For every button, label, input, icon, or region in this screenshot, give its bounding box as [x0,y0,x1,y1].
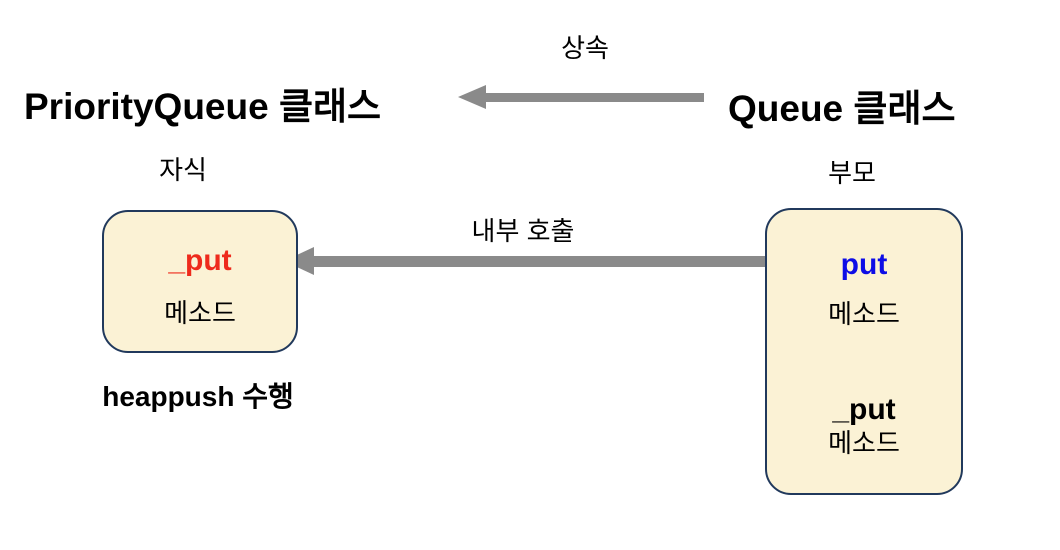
child-method-box: _put 메소드 [102,210,298,353]
heappush-caption: heappush 수행 [102,381,294,412]
priorityqueue-class-title: PriorityQueue 클래스 [24,86,382,127]
child-role-label: 자식 [159,155,207,185]
child-method-label: 메소드 [164,298,236,328]
parent-put-method-label: 메소드 [828,299,900,329]
parent-underscore-put-method-name: _put [832,393,896,426]
parent-method-box: put 메소드 _put 메소드 [765,208,963,495]
parent-role-label: 부모 [828,158,876,188]
internal-call-label: 내부 호출 [471,216,575,246]
queue-class-title: Queue 클래스 [728,88,956,129]
parent-put-method-name: put [840,248,888,281]
parent-underscore-put-method-label: 메소드 [828,428,900,458]
inheritance-label: 상속 [561,33,609,63]
internal-call-arrow-shaft [312,256,810,267]
inheritance-arrowhead-icon [458,85,486,109]
inheritance-arrow-shaft [484,93,704,102]
child-put-method-name: _put [168,244,232,277]
